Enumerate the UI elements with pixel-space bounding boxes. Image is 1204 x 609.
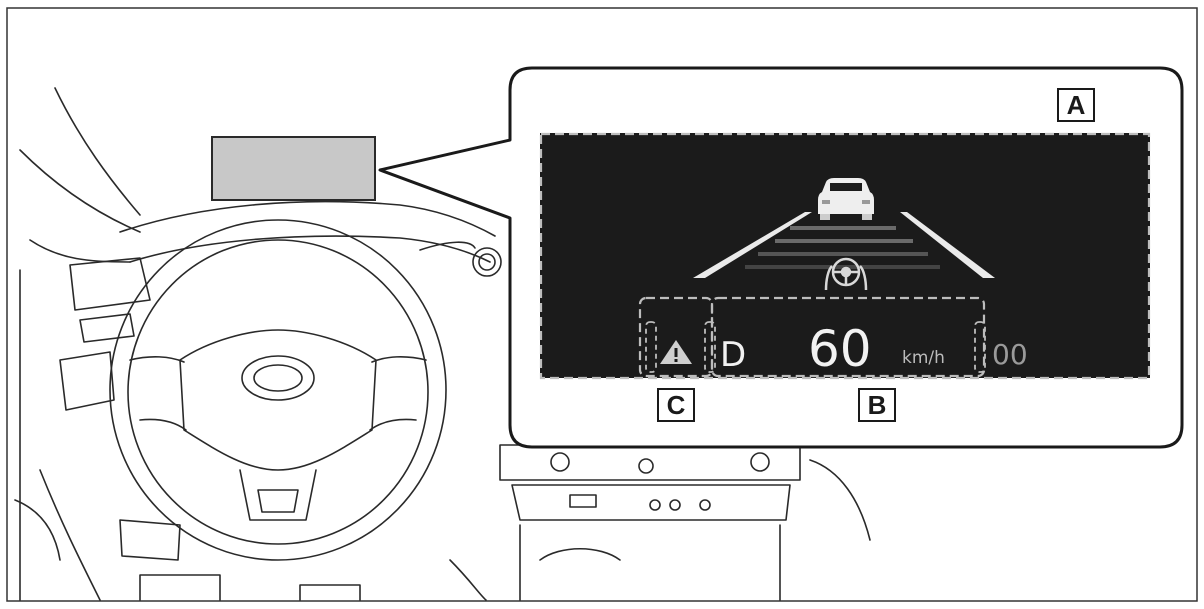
speed-value: 60: [808, 320, 872, 378]
lead-vehicle-icon: [818, 178, 874, 220]
speed-unit: km/h: [902, 348, 945, 368]
hud-projection-area: [212, 137, 375, 200]
shift-position: D: [720, 335, 746, 375]
callout-a: A: [1057, 88, 1095, 122]
odometer-partial: 00: [992, 338, 1028, 371]
callout-b: B: [858, 388, 896, 422]
callout-c: C: [657, 388, 695, 422]
